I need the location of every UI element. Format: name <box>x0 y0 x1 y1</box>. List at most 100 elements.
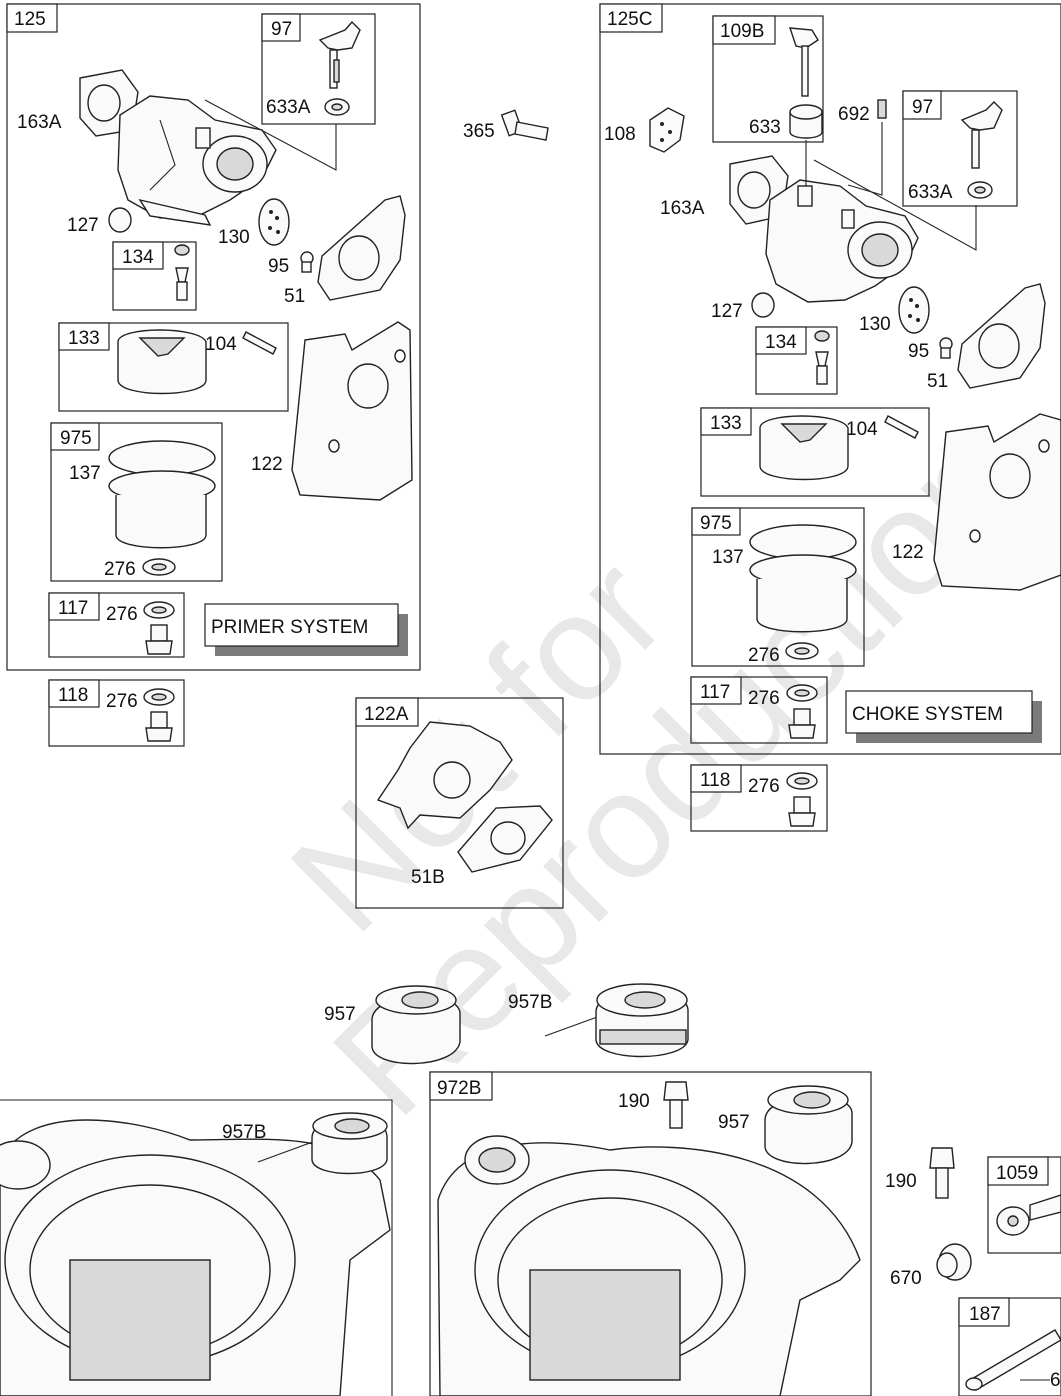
box-97-choke <box>902 90 1018 207</box>
label-51-choke: 51 <box>927 371 948 392</box>
box-118-right: 118 276 <box>690 764 828 832</box>
label-163a: 163A <box>17 112 62 133</box>
label-133-choke: 133 <box>710 413 742 434</box>
bowl-975-choke <box>749 524 857 633</box>
bushing-670 <box>936 1243 972 1281</box>
plug-127 <box>108 207 132 233</box>
bolt-365 <box>500 109 549 141</box>
spacer-122 <box>291 321 413 501</box>
choke-group-frame <box>599 3 1061 755</box>
label-972b: 972B <box>437 1078 481 1099</box>
label-137: 137 <box>69 463 101 484</box>
label-633a: 633A <box>266 97 311 118</box>
label-118-right: 118 <box>700 770 730 791</box>
label-118-left: 118 <box>58 685 88 706</box>
label-122a: 122A <box>364 704 409 725</box>
primer-group-frame <box>6 3 421 671</box>
label-957b: 957B <box>508 992 552 1013</box>
float-133-choke <box>759 415 849 481</box>
bolt-117 <box>145 624 173 655</box>
right-edge-parts: 190 1059 670 187 6 <box>885 1147 1061 1396</box>
box-133-choke <box>700 407 930 497</box>
cap-957-tank <box>764 1085 853 1165</box>
label-276-117: 276 <box>106 604 138 625</box>
tag-box-134-choke <box>755 326 807 355</box>
tag-box-109b <box>712 15 776 45</box>
pin-104 <box>242 331 277 355</box>
label-130: 130 <box>218 227 250 248</box>
label-130-choke: 130 <box>859 314 891 335</box>
spring-692 <box>877 99 887 119</box>
label-957b-tank: 957B <box>222 1122 266 1143</box>
label-365: 365 <box>463 121 495 142</box>
box-133 <box>58 322 289 412</box>
label-117: 117 <box>58 598 88 619</box>
label-137-choke: 137 <box>712 547 744 568</box>
label-190-tank: 190 <box>618 1091 650 1112</box>
cap-957b <box>544 983 689 1058</box>
choke-group: 125C 109B 633 692 97 633A 108 <box>599 3 1061 755</box>
label-190: 190 <box>885 1171 917 1192</box>
tag-box-975 <box>50 422 100 451</box>
bushing-633 <box>789 104 823 139</box>
label-97: 97 <box>271 19 292 40</box>
label-edge: 6 <box>1050 1370 1061 1391</box>
gasket-51 <box>317 195 406 301</box>
bolt-190-tank <box>663 1081 689 1129</box>
label-122-choke: 122 <box>892 542 924 563</box>
needle-134 <box>175 267 189 283</box>
label-117-choke: 117 <box>700 682 730 703</box>
label-95: 95 <box>268 256 289 277</box>
label-975: 975 <box>60 428 92 449</box>
label-276-bowl: 276 <box>104 559 136 580</box>
line-187 <box>969 1329 1061 1391</box>
choke-system-box <box>845 690 1033 734</box>
label-975-choke: 975 <box>700 513 732 534</box>
tag-box-133-choke <box>700 407 752 436</box>
fuel-tank-972b: 972B 190 957 <box>429 1071 872 1396</box>
tag-box-975-choke <box>691 507 741 536</box>
tag-box-97-choke <box>902 90 942 120</box>
tag-box-117-choke <box>690 676 742 705</box>
label-670: 670 <box>890 1268 922 1289</box>
shaft-109b <box>788 27 819 97</box>
tag-box-133 <box>58 322 110 351</box>
label-187: 187 <box>969 1304 1001 1325</box>
label-276-118-left: 276 <box>106 691 138 712</box>
primer-system-label: PRIMER SYSTEM <box>211 617 368 638</box>
float-133 <box>117 329 207 395</box>
label-1059: 1059 <box>996 1163 1038 1184</box>
label-957-tank: 957 <box>718 1112 750 1133</box>
choke-carburetor-body <box>729 122 977 303</box>
label-692: 692 <box>838 104 870 125</box>
fuel-tank-left: 957B <box>0 1099 393 1396</box>
gasket-51-choke <box>957 283 1046 389</box>
label-109b: 109B <box>720 21 764 42</box>
bowl-975 <box>108 440 216 549</box>
label-104: 104 <box>205 334 237 355</box>
label-127-choke: 127 <box>711 301 743 322</box>
label-104-choke: 104 <box>846 419 878 440</box>
spacer-122-choke <box>933 413 1061 591</box>
label-633a-choke: 633A <box>908 182 953 203</box>
lever-shaft-97-choke <box>960 101 1003 169</box>
box-187 <box>958 1297 1061 1396</box>
label-108: 108 <box>604 124 636 145</box>
box-118-left: 118 276 <box>48 679 185 747</box>
box-975-choke <box>691 507 865 667</box>
carburetor-body <box>79 69 337 226</box>
box-117-choke <box>690 676 828 744</box>
screw-95 <box>300 251 314 273</box>
label-134: 134 <box>122 247 154 268</box>
choke-tag-box <box>599 3 663 33</box>
box-117 <box>48 592 185 658</box>
label-133: 133 <box>68 328 100 349</box>
tag-box-97 <box>261 13 301 42</box>
label-957: 957 <box>324 1004 356 1025</box>
choke-tag: 125C <box>607 9 652 30</box>
primer-tag-box <box>6 3 58 33</box>
box-122a: 122A 51B <box>355 697 564 909</box>
primer-tag: 125 <box>14 9 46 30</box>
label-633: 633 <box>749 117 781 138</box>
